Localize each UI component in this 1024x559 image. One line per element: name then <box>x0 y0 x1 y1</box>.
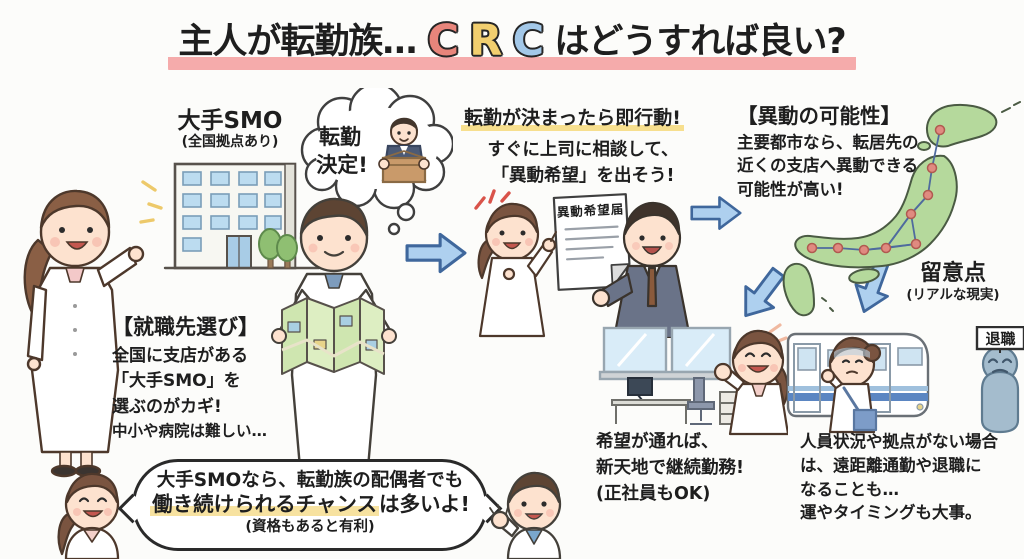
conclusion-man-bust <box>489 471 562 559</box>
smo-building-illustration <box>139 162 337 270</box>
caution-line: 人員状況や拠点がない場合 <box>800 432 998 451</box>
conclusion-line2: 働き続けられるチャンスは多いよ! <box>135 492 485 518</box>
building-label-main: 大手SMO <box>177 108 283 134</box>
caution-line: なることも… <box>800 479 899 499</box>
title-crc-letter-r: R <box>469 16 502 66</box>
husband-with-box-illustration <box>378 117 430 184</box>
action-line: すぐに上司に相談して、 <box>487 140 679 160</box>
transfer-request-document: 異動希望届 <box>552 193 631 291</box>
possibility-line: 近くの支店へ異動できる <box>737 156 919 176</box>
note-sub: (リアルな現実) <box>906 287 1000 304</box>
roadmap-icon <box>281 297 385 375</box>
resign-sign-text: 退職 <box>985 330 1015 348</box>
tired-crc-woman <box>820 336 882 434</box>
job-choice-line: 全国に支店がある <box>112 345 248 366</box>
conclusion-speech-bubble: 大手SMOなら、転勤族の配偶者でも 働き続けられるチャンスは多いよ! (資格もあ… <box>117 459 503 551</box>
job-choice-textblock: 【就職先選び】 全国に支店がある 「大手SMO」を 選ぶのがカギ! 中小や病院は… <box>112 312 312 443</box>
city-dots <box>806 124 946 256</box>
page-title: 主人が転勤族… C R C はどうすれば良い? <box>0 13 1024 74</box>
tree-icon <box>258 228 298 269</box>
title-prefix: 主人が転勤族… <box>178 22 417 62</box>
commute-and-resign-illustration: 退職 <box>786 326 1024 434</box>
conclusion-woman-bust <box>57 472 120 559</box>
crc-woman-illustration <box>23 189 145 478</box>
job-choice-line: 中小や病院は難しい… <box>112 422 268 440</box>
caution-line: は、遠距離通勤や退職に <box>800 455 982 475</box>
possibility-line: 主要都市なら、転居先の <box>737 133 919 152</box>
job-choice-line: 「大手SMO」を <box>112 371 241 391</box>
thought-bubble-transfer-decided: 転勤 決定! <box>300 88 453 236</box>
action-headline-text: 転勤が決まったら即行動! <box>461 107 684 131</box>
conclusion-line2-highlight: 働き続けられるチャンス <box>150 492 379 517</box>
building-label-sub: (全国拠点あり) <box>181 134 279 151</box>
success-line: 新天地で継続勤務! <box>596 457 744 478</box>
conclusion-line1: 大手SMOなら、転勤族の配偶者でも <box>156 470 464 491</box>
action-textblock: すぐに上司に相談して、 「異動希望」を出そう! <box>466 137 700 190</box>
action-headline: 転勤が決まったら即行動! <box>461 105 684 133</box>
note-textblock: 留意点 (リアルな現実) <box>886 261 1020 304</box>
title-crc-letter-c2: C <box>512 16 545 66</box>
new-office-illustration <box>598 323 788 436</box>
possibility-textblock: 主要都市なら、転居先の 近くの支店へ異動できる 可能性が高い! <box>737 131 919 201</box>
emphasis-dashes-icon <box>474 189 511 210</box>
success-line: (正社員もOK) <box>596 483 711 504</box>
caution-line: 運やタイミングも大事。 <box>800 503 982 523</box>
caution-textblock: 人員状況や拠点がない場合 は、遠距離通勤や退職に なることも… 運やタイミングも… <box>800 430 998 525</box>
japan-map-illustration <box>782 101 1021 317</box>
document-title-text: 異動希望届 <box>556 201 624 220</box>
title-underline-highlight: 主人が転勤族… C R C はどうすれば良い? <box>168 13 856 74</box>
office-chair-icon <box>687 377 715 425</box>
job-choice-line: 選ぶのがカギ! <box>112 396 222 417</box>
job-choice-heading: 【就職先選び】 <box>112 315 259 339</box>
arrow-right-icon <box>405 232 467 274</box>
thought-text-line1: 転勤 <box>319 125 361 149</box>
boss-man <box>591 201 692 338</box>
crc-woman-small <box>477 202 557 338</box>
crc-woman-happy <box>713 329 788 436</box>
title-crc-letter-c1: C <box>427 16 460 66</box>
conclusion-line3: (資格もあると有利) <box>245 518 375 535</box>
resign-blue-figure: 退職 <box>975 326 1024 434</box>
possibility-heading: 【異動の可能性】 <box>737 104 901 128</box>
success-textblock: 希望が通れば、 新天地で継続勤務! (正社員もOK) <box>596 430 744 508</box>
title-suffix: はどうすれば良い? <box>554 22 846 62</box>
conclusion-line2-rest: は多いよ! <box>378 492 470 517</box>
note-heading: 留意点 <box>919 261 986 286</box>
arrow-down-left-icon <box>744 266 786 318</box>
desk-computer-icon <box>611 377 745 425</box>
possibility-line: 可能性が高い! <box>737 179 844 199</box>
action-line: 「異動希望」を出そう! <box>491 166 675 187</box>
thought-text-line2: 決定! <box>316 153 368 177</box>
small-islands-icon <box>821 101 1021 312</box>
consult-boss-illustration: 異動希望届 <box>474 189 692 338</box>
building-label: 大手SMO (全国拠点あり) <box>146 108 314 151</box>
arrow-right-icon <box>690 196 742 230</box>
crc-husband-with-map-illustration <box>271 197 397 487</box>
success-line: 希望が通れば、 <box>596 432 719 452</box>
